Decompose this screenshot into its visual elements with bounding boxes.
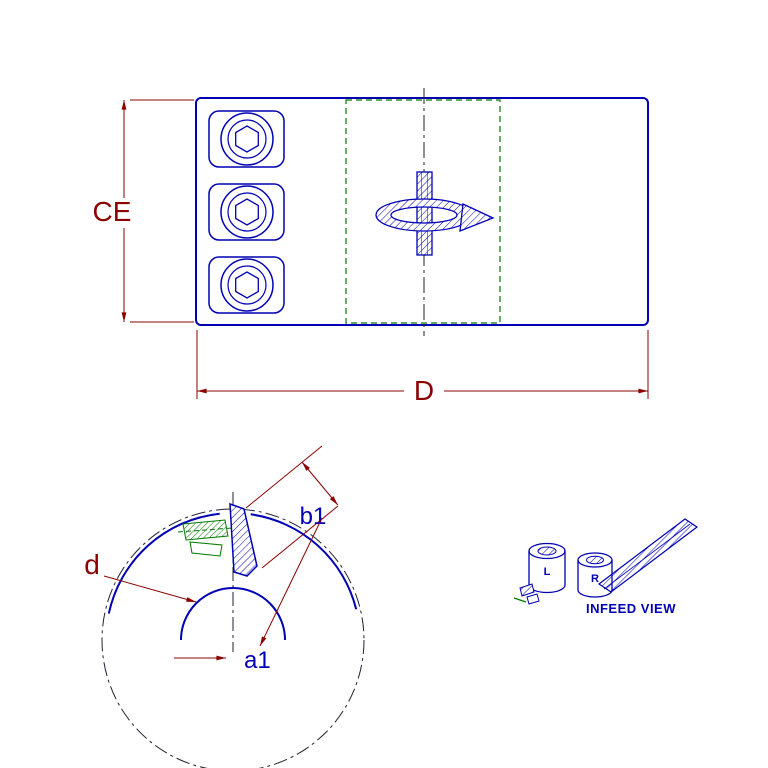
pitch-circle-centerline — [101, 508, 365, 768]
profile-view: b1 a1 d — [84, 445, 365, 768]
body-arc-left — [107, 512, 220, 614]
dimension-b1-label: b1 — [300, 503, 327, 530]
dimension-a1-label: a1 — [244, 647, 271, 674]
screw-pocket-1 — [208, 110, 285, 168]
clamp-hidden-line — [177, 527, 233, 533]
body-arc-right — [250, 513, 358, 610]
screw-head-inner-circle — [227, 265, 267, 305]
workpiece-fragments — [513, 583, 540, 605]
dimension-a1: a1 — [174, 517, 323, 674]
dimension-ce: CE — [93, 99, 194, 323]
screw-head-circle — [220, 112, 274, 166]
extension-line-2 — [261, 505, 339, 569]
screw-head-inner-circle — [227, 119, 267, 159]
screw-pocket-2 — [208, 183, 285, 241]
hex-socket-icon — [235, 198, 259, 226]
screw-head-circle — [220, 185, 274, 239]
cylinder-bore — [586, 555, 604, 565]
clamp-detail — [177, 519, 233, 557]
bore-semicircle — [180, 587, 286, 641]
cylinder-top-ellipse — [577, 552, 613, 568]
tool-body-outline — [195, 97, 649, 326]
dimension-ce-label: CE — [93, 196, 132, 227]
pocket-outline — [208, 183, 285, 241]
screw-head-circle — [220, 258, 274, 312]
cylinder-right: R — [577, 552, 613, 598]
screw-head-inner-circle — [227, 192, 267, 232]
dimension-d-label: D — [414, 375, 434, 406]
rotation-symbol — [375, 171, 495, 256]
clamp-foot — [189, 541, 223, 557]
top-view: CE D — [93, 88, 649, 406]
cylinder-left-label: L — [544, 566, 551, 578]
infeed-view-title: INFEED VIEW — [586, 601, 676, 616]
pocket-outline — [208, 256, 285, 314]
cylinder-bore — [537, 546, 557, 556]
hex-socket-icon — [235, 125, 259, 153]
dimension-d-small: d — [84, 549, 197, 603]
cylinder-bottom-arc — [528, 584, 566, 594]
cylinder-bottom-arc — [577, 589, 613, 598]
rotation-arrow-head-icon — [459, 203, 495, 233]
cylinder-right-label: R — [591, 573, 599, 585]
dimension-b1: b1 — [245, 445, 339, 569]
dimension-d-small-label: d — [84, 549, 100, 580]
fragment-piece — [519, 583, 535, 597]
cutting-insert — [229, 502, 258, 577]
fragment-green-line — [513, 597, 527, 603]
fragment-piece — [526, 593, 540, 605]
cylinder-top-ellipse — [528, 542, 566, 560]
angle-leader-line — [259, 517, 323, 647]
spindle-shaft — [416, 171, 433, 256]
infeed-bar — [597, 518, 699, 593]
extension-line-1 — [245, 445, 323, 509]
screw-pocket-3 — [208, 256, 285, 314]
cylinder-left: L — [528, 542, 566, 594]
bar-rail-line — [603, 523, 691, 590]
hex-socket-icon — [235, 271, 259, 299]
dimension-line — [301, 461, 339, 506]
cutting-zone-dashed — [345, 99, 501, 324]
leader-line — [103, 575, 197, 603]
pocket-outline — [208, 110, 285, 168]
infeed-view: L R INFEED VIEW — [513, 518, 699, 616]
dimension-d: D — [196, 330, 649, 406]
